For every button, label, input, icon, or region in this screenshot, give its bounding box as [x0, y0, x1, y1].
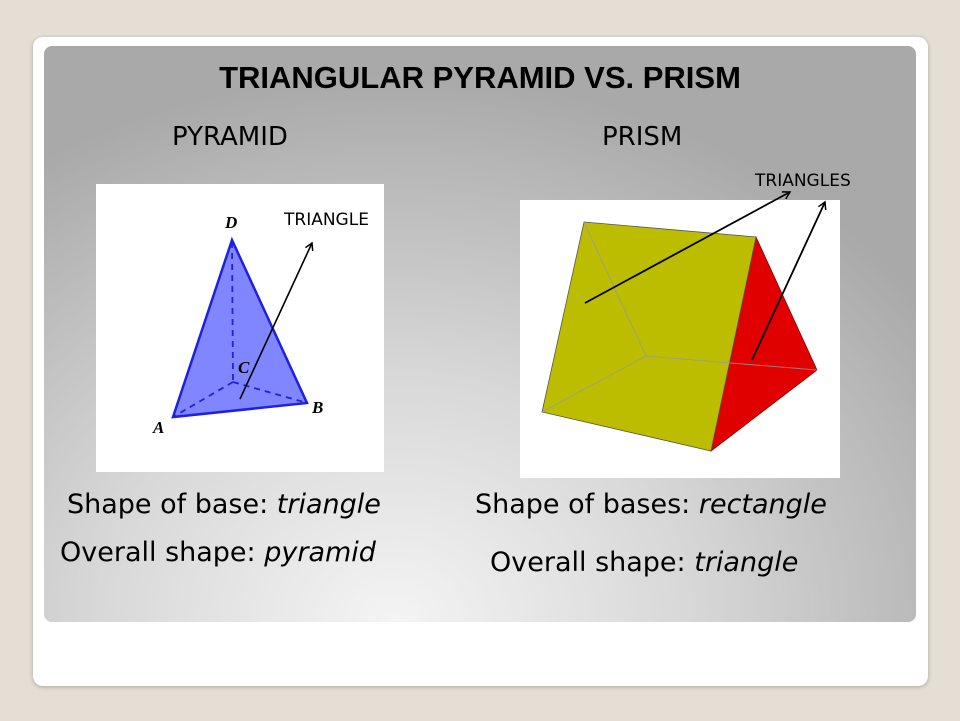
pyramid-annotation: TRIANGLE: [284, 210, 369, 230]
prism-hidden-edges: [541, 221, 818, 413]
prism-side-face: [541, 221, 757, 452]
prism-base-caption: Shape of bases: rectangle: [475, 489, 827, 520]
pyramid-arrow: [239, 241, 314, 400]
prism-base-label: Shape of bases:: [475, 489, 699, 520]
vertex-label-d: D: [225, 213, 238, 232]
pyramid-face: [171, 236, 309, 419]
prism-heading: PRISM: [602, 122, 683, 152]
prism-overall-value: triangle: [694, 547, 799, 578]
prism-arrow-2: [751, 200, 827, 361]
prism-overall-label: Overall shape:: [490, 547, 695, 578]
pyramid-heading: PYRAMID: [172, 122, 288, 152]
pyramid-hidden-edges: [172, 241, 308, 418]
page-title: TRIANGULAR PYRAMID VS. PRISM: [219, 60, 741, 95]
vertex-label-c: C: [238, 358, 250, 377]
prism-base-value: rectangle: [698, 489, 827, 520]
pyramid-base-caption: Shape of base: triangle: [67, 489, 381, 520]
vertex-label-b: B: [312, 398, 324, 417]
pyramid-overall-caption: Overall shape: pyramid: [60, 537, 376, 568]
pyramid-overall-value: pyramid: [264, 537, 376, 568]
pyramid-base-value: triangle: [276, 489, 381, 520]
pyramid-overall-label: Overall shape:: [60, 537, 265, 568]
prism-annotation: TRIANGLES: [755, 171, 851, 191]
vertex-label-a: A: [153, 418, 165, 437]
prism-overall-caption: Overall shape: triangle: [490, 547, 798, 578]
pyramid-base-label: Shape of base:: [67, 489, 277, 520]
prism-arrow-1: [584, 191, 792, 304]
